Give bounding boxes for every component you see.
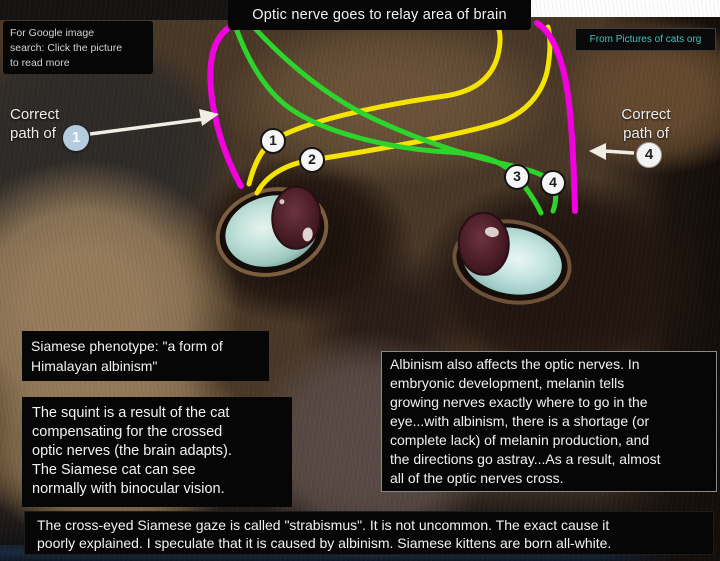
text-line: to read more [10,57,70,69]
nerve-marker-1: 1 [260,128,286,154]
correct-path-label-left: Correct path of [10,105,59,143]
correct-path-left [207,18,244,189]
albinism-box: Albinism also affects the optic nerves. … [381,351,717,492]
credit-link[interactable]: From Pictures of cats org [575,28,716,51]
text-line: embryonic development, melanin tells [390,375,625,391]
right-pupil [457,211,510,276]
path-number-circle-4: 4 [636,142,662,168]
correct-path-right [534,20,578,214]
text-line: complete lack) of melanin production, an… [390,432,650,448]
nerve-marker-2: 2 [299,147,325,173]
text-line: The squint is a result of the cat [32,405,230,421]
magenta-correct-paths [207,18,578,214]
text-line: the directions go astray...As a result, … [390,451,661,467]
text-line: path of [10,125,56,142]
text-line: poorly explained. I speculate that it is… [37,535,612,551]
text-line: growing nerves exactly where to go in th… [390,394,648,410]
nerve-marker-4: 4 [540,170,566,196]
text-line: Albinism also affects the optic nerves. … [390,356,640,372]
optic-nerve-yellow-2 [254,24,553,196]
text-line: Himalayan albinism" [31,358,158,374]
right-arrow-icon [589,143,635,160]
text-line: Correct [10,106,60,123]
path-number-circle-1: 1 [63,125,89,151]
phenotype-box: Siamese phenotype: "a form of Himalayan … [22,331,269,381]
annotation-arrows [89,109,635,160]
nerve-marker-3: 3 [504,164,530,190]
text-line: Siamese phenotype: "a form of [31,338,223,354]
text-line: The cross-eyed Siamese gaze is called "s… [37,517,610,533]
left-arrow-icon [89,109,219,136]
caption-box: The cross-eyed Siamese gaze is called "s… [24,511,714,555]
left-pupil [271,185,322,250]
text-line: Correct [621,106,671,123]
text-line: optic nerves (the brain adapts). [32,443,232,459]
right-eye [452,211,572,305]
text-line: path of [623,125,669,142]
squint-box: The squint is a result of the cat compen… [22,397,292,507]
text-line: The Siamese cat can see [32,462,196,478]
left-eye [215,185,329,277]
text-line: search: Click the picture [10,42,123,54]
banner-title: Optic nerve goes to relay area of brain [228,0,531,30]
text-line: normally with binocular vision. [32,481,225,497]
text-line: For Google image [10,27,95,39]
correct-path-label-right: Correct path of [616,105,676,143]
google-note-box: For Google image search: Click the pictu… [3,21,153,74]
text-line: compensating for the crossed [32,424,223,440]
text-line: all of the optic nerves cross. [390,470,564,486]
text-line: eye...with albinism, there is a shortage… [390,413,650,429]
